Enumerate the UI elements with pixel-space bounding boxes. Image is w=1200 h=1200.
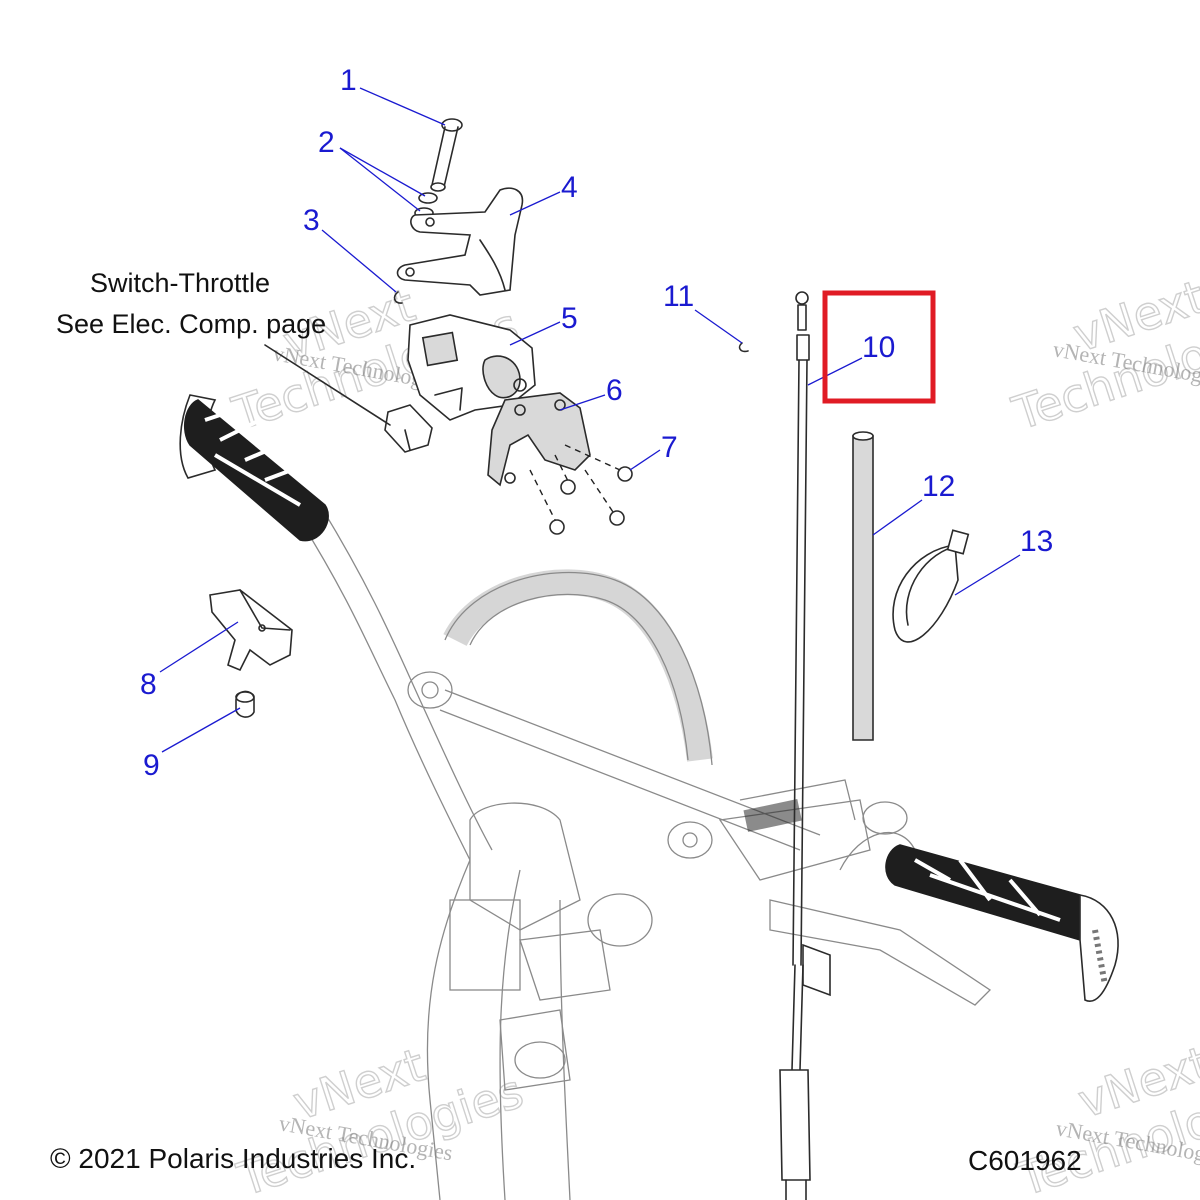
part-13-cable-tie [892,529,970,643]
callout-6: 6 [606,374,623,407]
callout-4: 4 [561,171,578,204]
note-switch-throttle: Switch-Throttle [90,268,270,298]
part-5-housing [407,314,536,421]
handlebar-drawing [299,504,992,1200]
part-4-bracket [396,187,524,296]
callout-9: 9 [143,749,160,782]
switch-throttle-connector [384,404,433,453]
callout-10: 10 [862,331,895,364]
callout-3: 3 [303,204,320,237]
part-3-clip [393,291,403,304]
watermark-group: vNext Technologies vNext Technologies vN… [225,269,1200,1200]
callout-12: 12 [922,470,955,503]
part-10-cable [779,291,831,1200]
callout-1: 1 [340,64,357,97]
copyright-text: © 2021 Polaris Industries Inc. [50,1143,416,1174]
leader-lines [159,87,1021,753]
part-8-clamp [209,589,293,672]
part-7-screws [529,444,633,535]
note-see-elec-comp: See Elec. Comp. page [56,309,326,339]
part-11-clip [738,342,749,353]
callout-7: 7 [661,431,678,464]
part-6-plate [487,392,591,487]
callout-5: 5 [561,302,578,335]
callout-labels: 1 2 3 4 5 6 7 8 9 10 11 12 13 [140,64,1053,782]
callout-11: 11 [663,280,694,313]
drawing-code: C601962 [968,1145,1082,1176]
callout-8: 8 [140,668,157,701]
callout-2: 2 [318,126,335,159]
part-1-pin [430,118,463,192]
left-grip [179,394,329,542]
callout-13: 13 [1020,525,1053,558]
part-12-sleeve [852,431,874,741]
right-grip [885,844,1119,1002]
part-9-grommet [235,690,255,718]
highlight-box [822,290,936,404]
